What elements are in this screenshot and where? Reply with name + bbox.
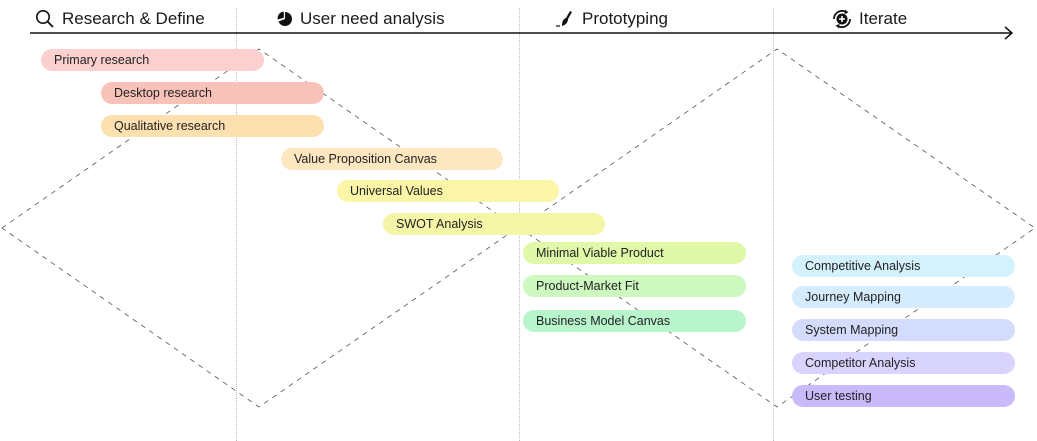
activity-pill-desktop-research: Desktop research bbox=[101, 82, 324, 104]
activity-label: Qualitative research bbox=[114, 119, 226, 133]
activity-pill-qualitative-research: Qualitative research bbox=[101, 115, 324, 137]
phase-research-define: Research & Define bbox=[34, 6, 205, 32]
activity-pill-user-testing: User testing bbox=[792, 385, 1015, 407]
activity-pill-competitor-analysis: Competitor Analysis bbox=[792, 352, 1015, 374]
activity-label: System Mapping bbox=[805, 323, 899, 337]
activity-pill-primary-research: Primary research bbox=[41, 49, 264, 71]
activity-pill-universal-values: Universal Values bbox=[337, 180, 559, 202]
activity-label: Minimal Viable Product bbox=[536, 246, 664, 260]
activity-label: Universal Values bbox=[350, 184, 443, 198]
phase-divider bbox=[773, 8, 774, 441]
activity-label: Value Proposition Canvas bbox=[294, 152, 437, 166]
phase-label: User need analysis bbox=[300, 9, 445, 28]
iterate-cycle-icon bbox=[831, 8, 853, 30]
activity-label: SWOT Analysis bbox=[396, 217, 483, 231]
phase-label: Prototyping bbox=[582, 9, 668, 28]
activity-label: Primary research bbox=[54, 53, 150, 67]
timeline-arrowhead bbox=[1004, 26, 1014, 40]
phase-iterate: Iterate bbox=[831, 6, 907, 32]
activity-label: Business Model Canvas bbox=[536, 314, 671, 328]
phase-divider bbox=[236, 8, 237, 441]
activity-pill-swot-analysis: SWOT Analysis bbox=[383, 213, 605, 235]
activity-label: Journey Mapping bbox=[805, 290, 901, 304]
activity-label: Product-Market Fit bbox=[536, 279, 639, 293]
activity-pill-competitive-analysis: Competitive Analysis bbox=[792, 255, 1015, 277]
paintbrush-icon bbox=[554, 8, 576, 30]
activity-label: Competitive Analysis bbox=[805, 259, 921, 273]
phase-label: Iterate bbox=[859, 9, 908, 28]
activity-pill-journey-mapping: Journey Mapping bbox=[792, 286, 1015, 308]
activity-pill-minimal-viable-product: Minimal Viable Product bbox=[523, 242, 746, 264]
phase-label: Research & Define bbox=[62, 9, 205, 28]
activity-pill-value-proposition-canvas: Value Proposition Canvas bbox=[281, 148, 503, 170]
activity-pill-product-market-fit: Product-Market Fit bbox=[523, 275, 746, 297]
activity-pill-business-model-canvas: Business Model Canvas bbox=[523, 310, 746, 332]
phase-prototyping: Prototyping bbox=[554, 6, 668, 32]
activity-pill-system-mapping: System Mapping bbox=[792, 319, 1015, 341]
activity-label: Desktop research bbox=[114, 86, 212, 100]
pie-chart-icon bbox=[276, 8, 294, 30]
activity-label: User testing bbox=[805, 389, 872, 403]
activity-label: Competitor Analysis bbox=[805, 356, 916, 370]
phase-user-need-analysis: User need analysis bbox=[276, 6, 445, 32]
search-icon bbox=[34, 8, 56, 30]
